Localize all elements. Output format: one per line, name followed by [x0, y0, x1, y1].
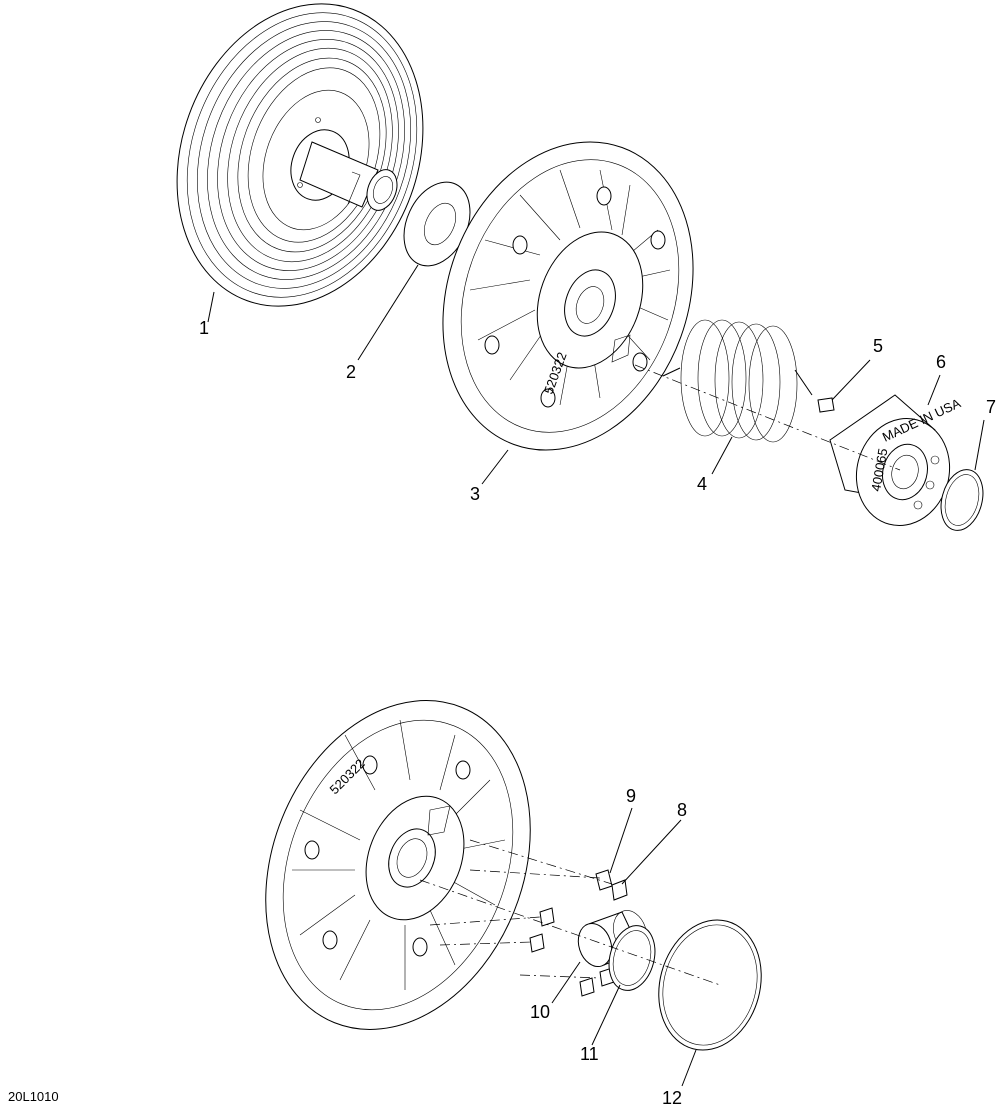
cam: MADE IN USA 400065 [829, 394, 963, 527]
callout-3: 3 [470, 484, 480, 504]
fixed-sheave [176, 3, 424, 307]
callout-6: 6 [936, 352, 946, 372]
callouts: 1 2 3 4 5 6 7 8 9 10 11 12 [199, 318, 996, 1108]
retaining-ring [608, 925, 656, 991]
cam-part-code: 400065 [868, 447, 890, 492]
slider-shoe-insert [595, 869, 613, 891]
movable-sheave-rear: 520322 [265, 700, 531, 1030]
slider-shoe [817, 397, 835, 413]
leader-lines [207, 264, 985, 1087]
movable-sheave: 520322 [442, 141, 694, 451]
callout-4: 4 [697, 474, 707, 494]
callout-1: 1 [199, 318, 209, 338]
circlip [940, 469, 984, 531]
callout-11: 11 [580, 1044, 599, 1064]
slider-button [529, 879, 628, 997]
callout-10: 10 [530, 1002, 550, 1022]
callout-5: 5 [873, 336, 883, 356]
upper-center-line [634, 364, 901, 471]
spring [662, 319, 813, 443]
callout-12: 12 [662, 1088, 682, 1108]
callout-8: 8 [677, 800, 687, 820]
callout-9: 9 [626, 786, 636, 806]
large-ring [658, 919, 762, 1051]
drawing-code: 20L1010 [8, 1089, 59, 1104]
callout-2: 2 [346, 362, 356, 382]
lower-center-lines [419, 839, 721, 986]
callout-7: 7 [986, 397, 996, 417]
